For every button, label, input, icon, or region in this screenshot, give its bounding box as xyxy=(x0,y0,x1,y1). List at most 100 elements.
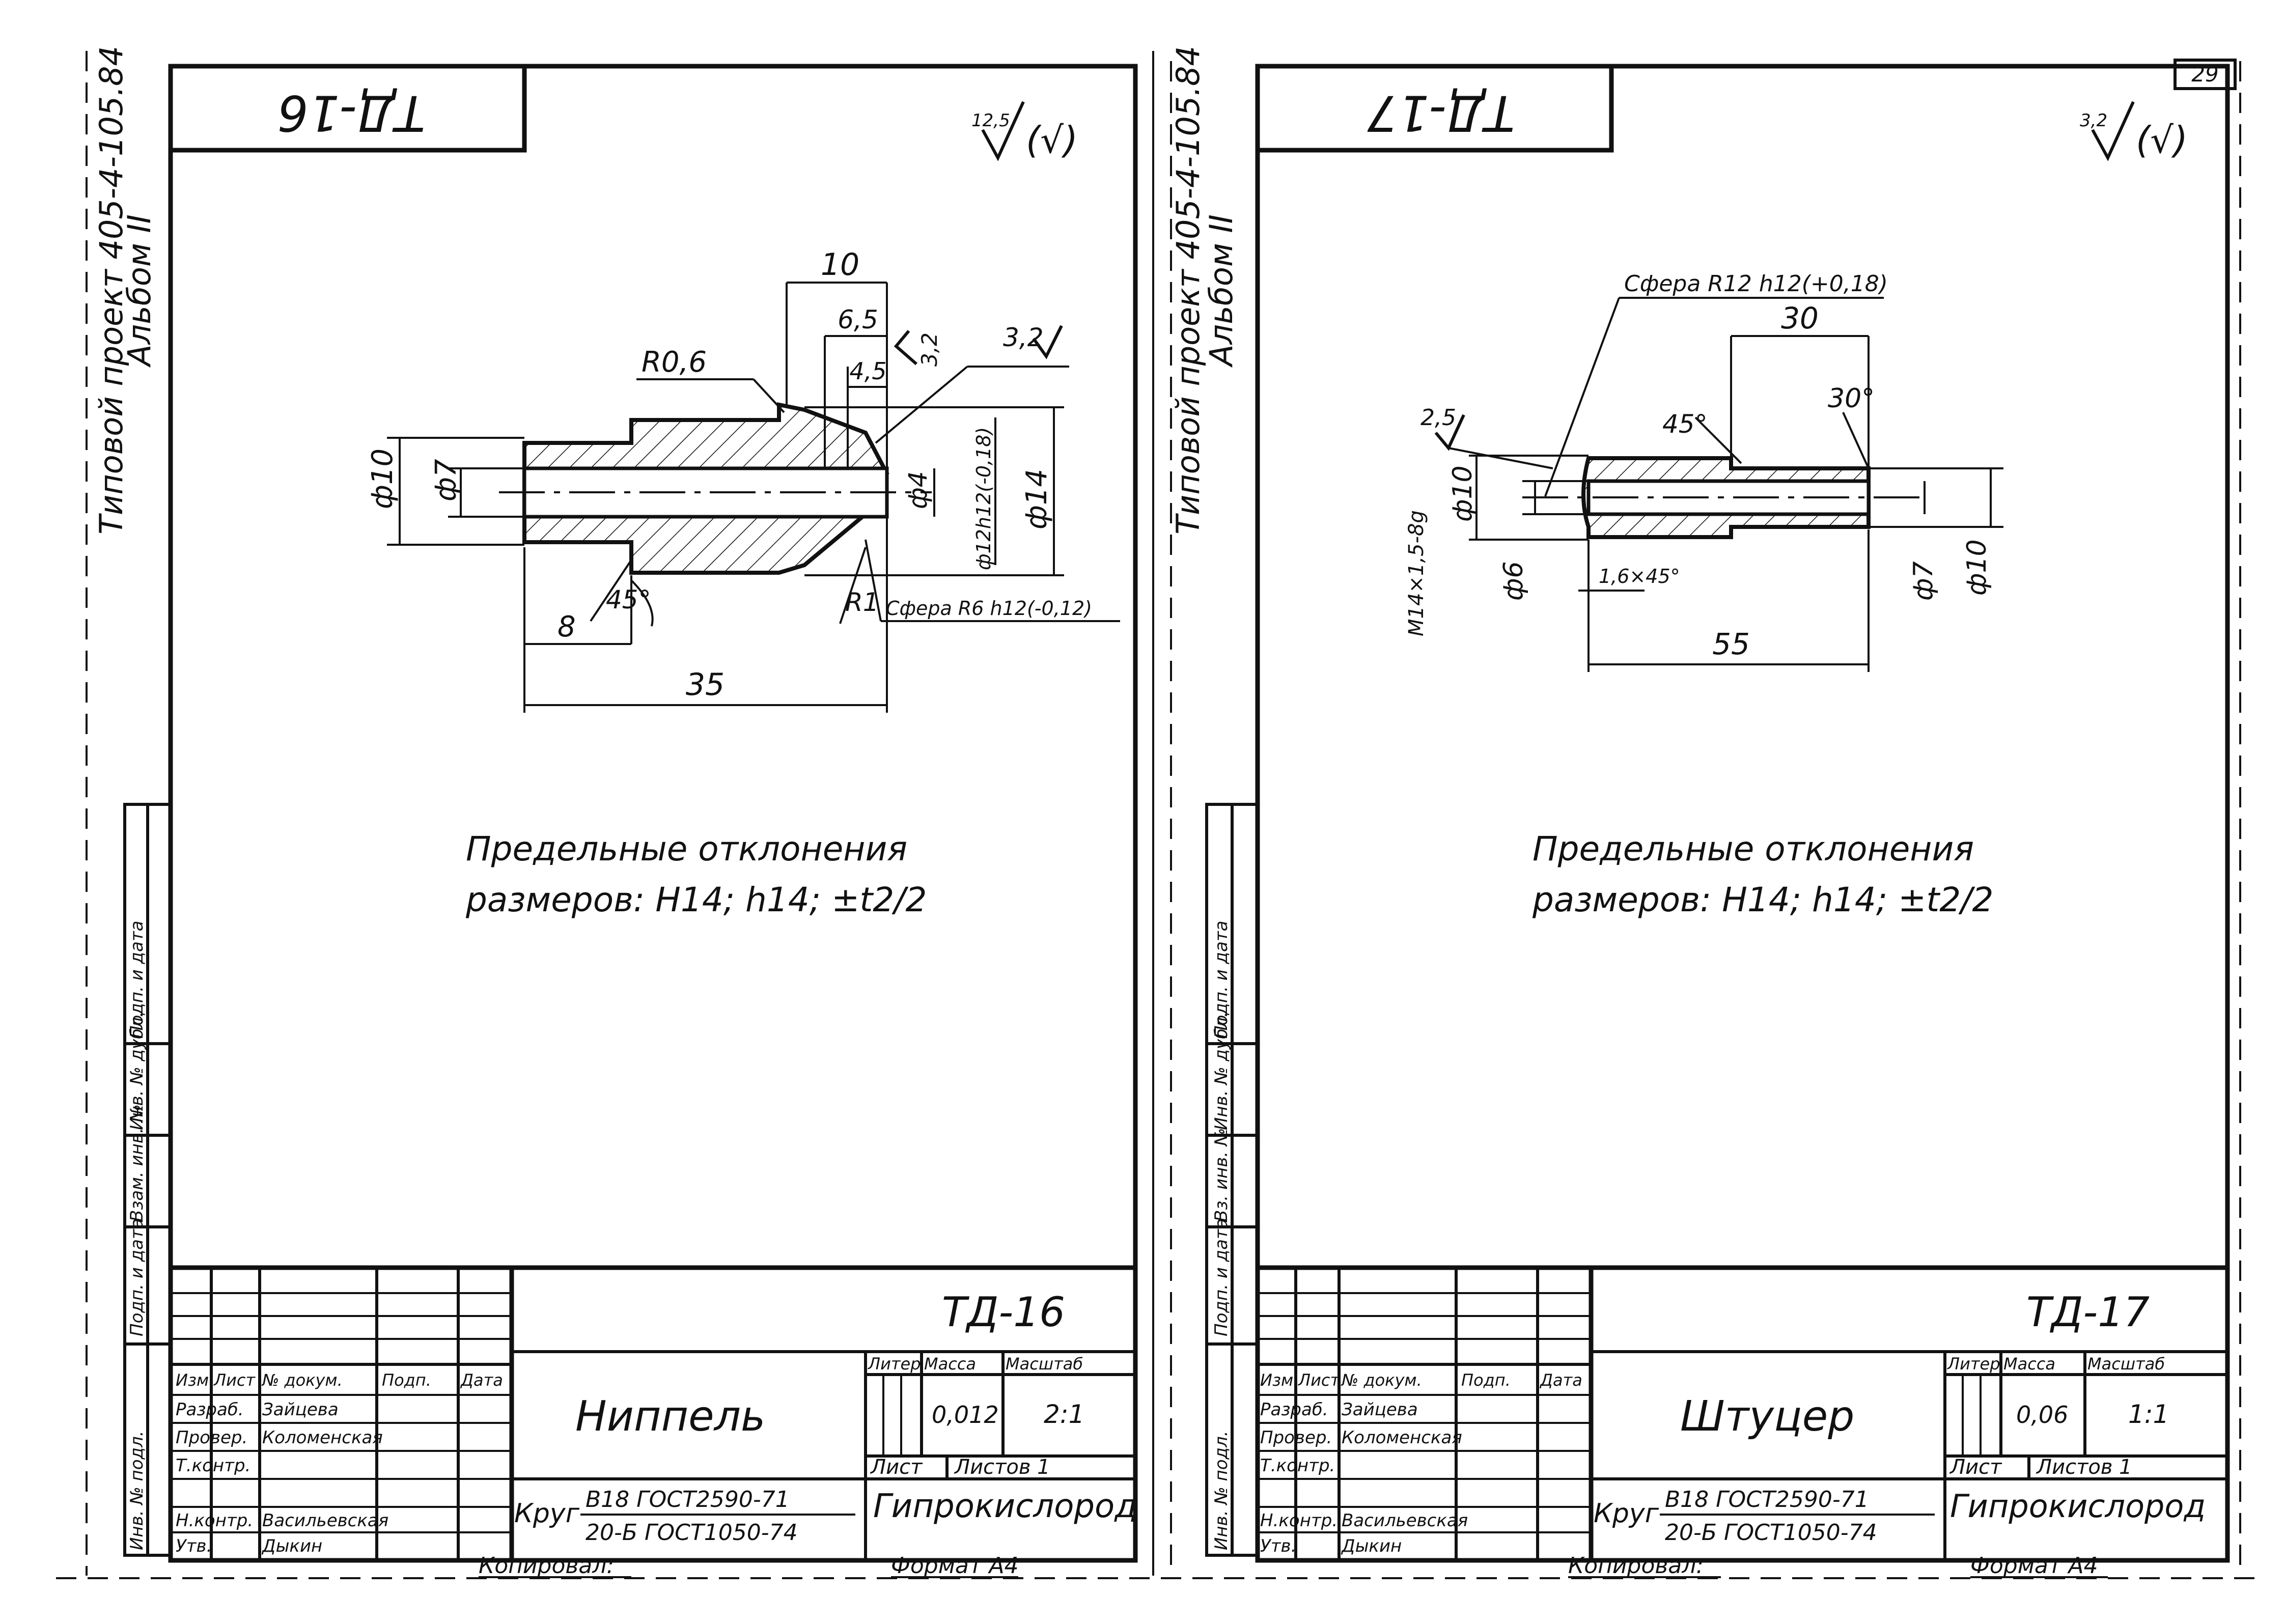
svg-text:Взам. инв. №: Взам. инв. № xyxy=(127,1104,147,1222)
right-title-block: Изм Лист № докум. Подп. Дата Разраб. Про… xyxy=(1258,1265,2227,1560)
svg-text:Формат А4: Формат А4 xyxy=(891,1553,1019,1579)
svg-text:Лист: Лист xyxy=(1298,1370,1340,1390)
svg-text:30°: 30° xyxy=(1828,383,1875,414)
svg-text:2,5: 2,5 xyxy=(1420,405,1456,431)
left-title-block: Изм Лист № докум. Подп. Дата Разраб. Про… xyxy=(171,1265,1137,1560)
svg-text:Инв. № дубл.: Инв. № дубл. xyxy=(1211,1012,1232,1130)
svg-text:Подп.: Подп. xyxy=(1461,1370,1511,1390)
right-org: Гипрокислород xyxy=(1950,1488,2206,1525)
svg-text:Масштаб: Масштаб xyxy=(1006,1354,1083,1374)
svg-text:55: 55 xyxy=(1712,627,1750,661)
svg-text:Лист: Лист xyxy=(1949,1455,2002,1479)
svg-text:4,5: 4,5 xyxy=(849,357,886,385)
svg-text:Литер: Литер xyxy=(1947,1354,2000,1374)
svg-text:1:1: 1:1 xyxy=(2128,1399,2169,1429)
svg-text:Изм: Изм xyxy=(176,1370,209,1390)
svg-text:Инв. № подл.: Инв. № подл. xyxy=(127,1431,147,1550)
left-top-stamp: ТД-16 xyxy=(277,85,425,142)
left-bottom-strip: Копировал: Формат А4 xyxy=(479,1553,1019,1579)
svg-text:20-Б ГОСТ1050-74: 20-Б ГОСТ1050-74 xyxy=(586,1520,798,1546)
right-roughness-mark: 3,2 (√) xyxy=(2080,101,2188,161)
svg-text:ф7: ф7 xyxy=(1908,561,1939,601)
svg-text:Вз. инв. №: Вз. инв. № xyxy=(1211,1128,1232,1222)
svg-text:Т.контр.: Т.контр. xyxy=(176,1455,250,1476)
svg-text:Дата: Дата xyxy=(1539,1370,1582,1390)
svg-text:№ докум.: № докум. xyxy=(261,1370,343,1390)
svg-text:Листов 1: Листов 1 xyxy=(2036,1455,2132,1479)
svg-text:Утв.: Утв. xyxy=(176,1536,212,1556)
svg-text:ф10: ф10 xyxy=(1447,465,1478,522)
svg-text:ф4: ф4 xyxy=(903,471,933,509)
svg-text:Копировал:: Копировал: xyxy=(479,1553,614,1579)
svg-text:3,2: 3,2 xyxy=(1003,323,1044,352)
svg-text:Изм: Изм xyxy=(1260,1370,1293,1390)
svg-text:Зайцева: Зайцева xyxy=(262,1399,339,1420)
svg-text:20-Б ГОСТ1050-74: 20-Б ГОСТ1050-74 xyxy=(1665,1520,1877,1546)
right-side-title-1: Типовой проект 405-4-105.84 xyxy=(1169,46,1207,535)
right-top-stamp: ТД-17 xyxy=(1367,85,1515,142)
svg-text:Подп. и дата: Подп. и дата xyxy=(127,920,147,1039)
svg-text:Н.контр.: Н.контр. xyxy=(176,1510,253,1531)
svg-text:Разраб.: Разраб. xyxy=(176,1399,244,1420)
svg-text:Круг: Круг xyxy=(514,1498,580,1529)
svg-text:35: 35 xyxy=(686,667,724,703)
svg-text:Сфера R12 h12(+0,18): Сфера R12 h12(+0,18) xyxy=(1624,271,1888,297)
svg-text:Формат А4: Формат А4 xyxy=(1970,1553,2098,1579)
left-dimensions: ф10 ф7 ф4 ф12h12(-0,18) ф14 10 xyxy=(366,247,1120,713)
left-part-nippel xyxy=(499,402,932,575)
left-drawing: ТД-16 Типовой проект 405-4-105.84 Альбом… xyxy=(93,46,1138,1563)
svg-text:Копировал:: Копировал: xyxy=(1568,1553,1704,1579)
right-drawing: ТД-17 Типовой проект 405-4-105.84 Альбом… xyxy=(1169,46,2230,1563)
svg-text:(√): (√) xyxy=(1026,119,1078,161)
svg-text:(√): (√) xyxy=(2136,119,2188,161)
svg-text:Масса: Масса xyxy=(924,1354,976,1374)
svg-text:3,2: 3,2 xyxy=(917,332,942,367)
svg-text:ф10: ф10 xyxy=(366,449,399,509)
svg-text:12,5: 12,5 xyxy=(971,110,1010,131)
svg-text:ф6: ф6 xyxy=(1498,561,1529,601)
svg-text:Провер.: Провер. xyxy=(176,1427,247,1448)
right-top-stamp-box xyxy=(1255,64,1614,153)
svg-text:Листов 1: Листов 1 xyxy=(954,1455,1050,1479)
left-org: Гипрокислород xyxy=(873,1488,1137,1525)
svg-text:Подп.: Подп. xyxy=(382,1370,431,1390)
svg-text:Круг: Круг xyxy=(1594,1498,1659,1529)
svg-text:В18 ГОСТ2590-71: В18 ГОСТ2590-71 xyxy=(586,1487,790,1513)
svg-text:Подп. и дата: Подп. и дата xyxy=(127,1218,147,1336)
svg-text:Утв.: Утв. xyxy=(1260,1536,1296,1556)
svg-text:№ докум.: № докум. xyxy=(1341,1370,1422,1390)
svg-text:Дата: Дата xyxy=(460,1370,503,1390)
right-side-columns: Инв. № подл. Подп. и дата Вз. инв. № Инв… xyxy=(1205,803,1259,1557)
svg-text:Инв. № дубл.: Инв. № дубл. xyxy=(127,1012,147,1130)
svg-text:10: 10 xyxy=(821,247,859,283)
svg-text:Дыкин: Дыкин xyxy=(1341,1536,1402,1556)
svg-text:30: 30 xyxy=(1781,301,1819,335)
left-code: ТД-16 xyxy=(942,1289,1065,1336)
svg-text:Литер: Литер xyxy=(868,1354,921,1374)
svg-text:1,6×45°: 1,6×45° xyxy=(1599,565,1680,587)
svg-text:Провер.: Провер. xyxy=(1260,1427,1332,1448)
right-side-title-2: Альбом II xyxy=(1203,214,1240,368)
svg-text:ф14: ф14 xyxy=(1020,469,1053,529)
svg-text:8: 8 xyxy=(558,610,576,643)
svg-text:Разраб.: Разраб. xyxy=(1260,1399,1328,1420)
svg-text:0,012: 0,012 xyxy=(932,1401,999,1429)
svg-text:В18 ГОСТ2590-71: В18 ГОСТ2590-71 xyxy=(1665,1487,1869,1513)
right-part-name: Штуцер xyxy=(1680,1392,1854,1441)
right-part-shtutser xyxy=(1522,456,1925,539)
right-limits-line-1: Предельные отклонения xyxy=(1532,829,1974,869)
svg-text:2:1: 2:1 xyxy=(1044,1399,1084,1429)
left-part-name: Ниппель xyxy=(575,1392,765,1441)
svg-text:Васильевская: Васильевская xyxy=(262,1510,388,1531)
right-bottom-strip: Копировал: Формат А4 xyxy=(1568,1553,2108,1579)
svg-text:Коломенская: Коломенская xyxy=(1342,1427,1462,1448)
svg-text:Сфера R6 h12(-0,12): Сфера R6 h12(-0,12) xyxy=(886,597,1092,620)
svg-text:R0,6: R0,6 xyxy=(642,346,707,379)
sheet-border xyxy=(56,51,2255,1579)
svg-text:Т.контр.: Т.контр. xyxy=(1260,1455,1335,1476)
svg-text:R1: R1 xyxy=(845,587,879,617)
svg-text:Дыкин: Дыкин xyxy=(261,1536,322,1556)
svg-text:Подп. и дата: Подп. и дата xyxy=(1211,920,1232,1039)
svg-text:Масса: Масса xyxy=(2003,1354,2055,1374)
